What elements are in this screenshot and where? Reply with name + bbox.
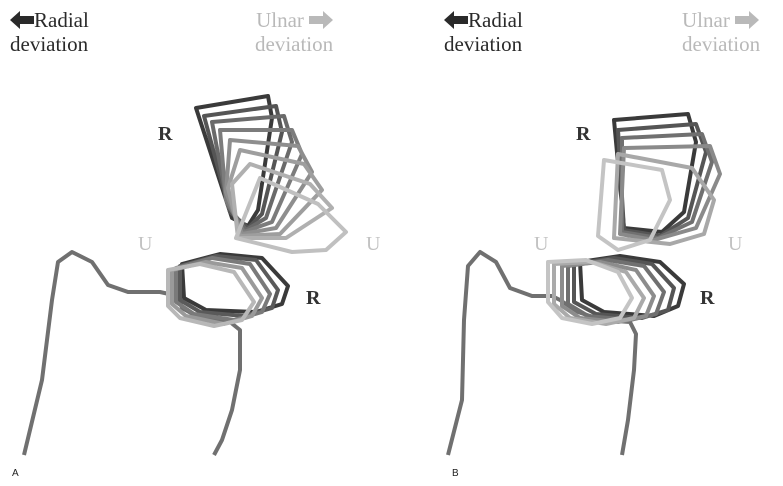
label-u-right: U bbox=[728, 234, 742, 254]
carpal-motion-diagram-a bbox=[0, 0, 392, 486]
panel-b: Radial deviation Ulnar deviation bbox=[392, 0, 783, 486]
lower-bone-series bbox=[168, 254, 288, 326]
label-u-right: U bbox=[366, 234, 380, 254]
label-u-left: U bbox=[534, 234, 548, 254]
radius-outline bbox=[448, 252, 636, 455]
upper-bone-series bbox=[598, 114, 720, 250]
radius-outline bbox=[24, 252, 240, 455]
panel-letter-b: B bbox=[452, 468, 459, 479]
panel-letter-a: A bbox=[12, 468, 19, 479]
upper-bone-series bbox=[196, 96, 346, 252]
label-r-lower: R bbox=[306, 288, 320, 308]
label-u-left: U bbox=[138, 234, 152, 254]
label-r-lower: R bbox=[700, 288, 714, 308]
label-r-upper: R bbox=[576, 124, 590, 144]
panel-a: Radial deviation Ulnar deviation bbox=[0, 0, 392, 486]
carpal-motion-diagram-b bbox=[392, 0, 783, 486]
lower-bone-series bbox=[548, 256, 684, 324]
label-r-upper: R bbox=[158, 124, 172, 144]
